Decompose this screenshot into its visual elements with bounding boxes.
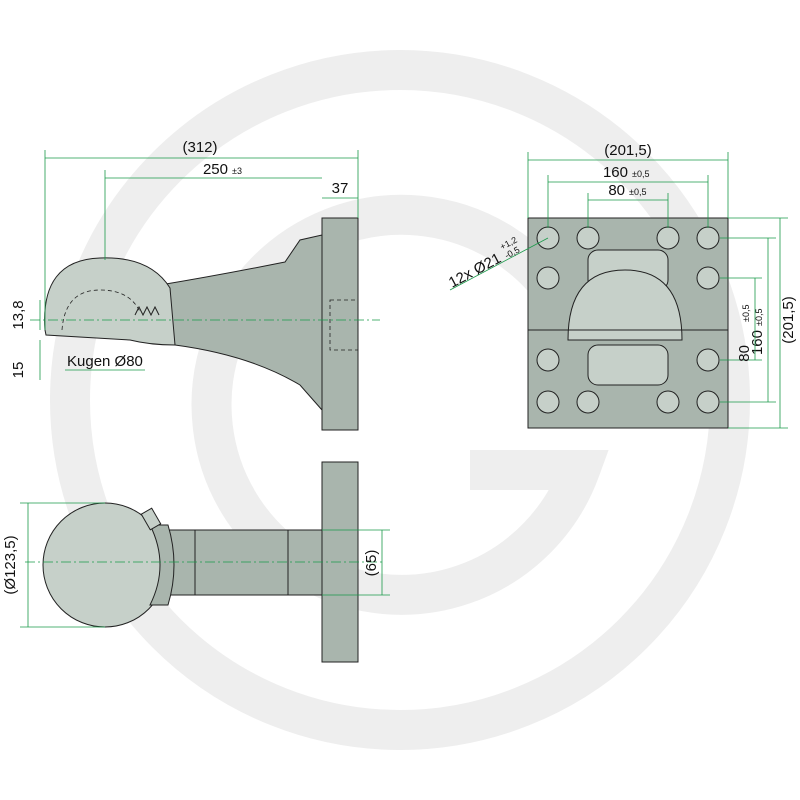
hole-callout: 12x Ø21 xyxy=(446,250,504,292)
dim-inner-hole-spacing-tol: ±0,5 xyxy=(629,187,646,197)
dim-offset-upper: 13,8 xyxy=(10,300,27,329)
side-ball-head xyxy=(44,257,176,346)
dim-flange-thickness: 37 xyxy=(332,180,349,197)
bolt-hole xyxy=(536,348,560,372)
watermark-outer-ring xyxy=(50,50,750,750)
dim-ball-diameter: (Ø123,5) xyxy=(2,535,19,594)
bolt-hole xyxy=(536,390,560,414)
watermark-g-shape xyxy=(191,194,609,615)
dim-offset-lower: 15 xyxy=(10,362,27,379)
ball-label: Kugen Ø80 xyxy=(67,353,143,370)
side-flange xyxy=(321,217,359,431)
bolt-hole xyxy=(696,226,720,250)
bolt-hole xyxy=(656,390,680,414)
bolt-hole xyxy=(696,266,720,290)
dim-ball-to-flange-tol: ±3 xyxy=(232,166,242,176)
bolt-hole xyxy=(696,348,720,372)
bolt-hole xyxy=(576,390,600,414)
side-hidden-bore xyxy=(329,299,359,351)
dim-overall-length: (312) xyxy=(182,139,217,156)
top-neck xyxy=(159,529,323,596)
dim-outer-vertical: 160 xyxy=(749,330,766,355)
dim-inner-hole-spacing: 80 xyxy=(608,182,625,199)
dim-inner-vertical: 80 xyxy=(736,345,753,362)
top-grease-nipple xyxy=(140,507,162,531)
dim-inner-vertical-tol: ±0,5 xyxy=(741,305,751,322)
bolt-hole xyxy=(696,390,720,414)
bolt-hole xyxy=(656,226,680,250)
top-view: (Ø123,5) (65) xyxy=(2,461,390,663)
dim-ball-to-flange: 250 xyxy=(203,161,228,178)
dim-outer-vertical-tol: ±0,5 xyxy=(754,309,764,326)
front-ball-dome xyxy=(567,269,683,341)
dim-outer-hole-spacing-tol: ±0,5 xyxy=(632,169,649,179)
side-view: (312) 250 ±3 37 13,8 15 Kugen Ø80 xyxy=(10,139,380,431)
side-spring xyxy=(134,305,160,317)
hole-callout-leader xyxy=(449,237,549,291)
front-view: (201,5) 160 ±0,5 80 ±0,5 (201,5) 160 ±0,… xyxy=(446,142,797,429)
dim-overall-height: (201,5) xyxy=(780,296,797,344)
dim-outer-hole-spacing: 160 xyxy=(603,164,628,181)
watermark-logo xyxy=(50,50,750,750)
bolt-hole xyxy=(576,226,600,250)
bolt-hole xyxy=(536,266,560,290)
dim-neck-width: (65) xyxy=(363,550,380,577)
side-neck-body xyxy=(159,234,323,412)
top-cap-joint xyxy=(149,524,175,606)
dim-overall-width: (201,5) xyxy=(604,142,652,159)
front-inner-slot-bottom xyxy=(587,344,669,386)
front-bolt-holes xyxy=(536,226,720,414)
